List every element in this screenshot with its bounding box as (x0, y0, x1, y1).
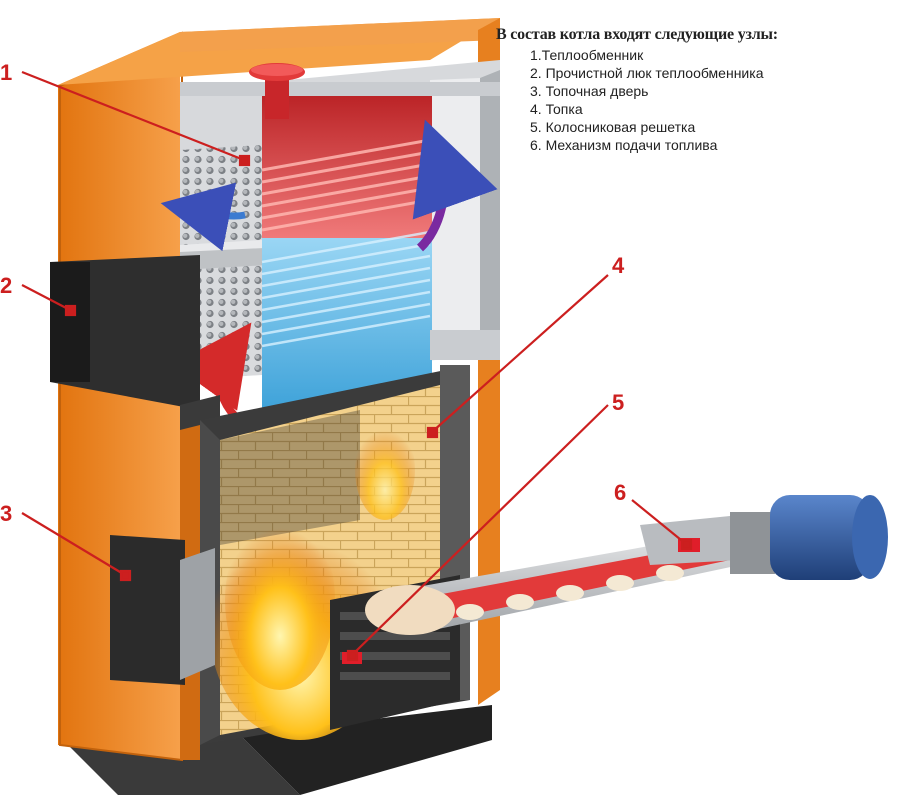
legend-item: 6. Механизм подачи топлива (530, 137, 718, 153)
fuel-feed-mechanism (365, 495, 888, 635)
legend-item: 5. Колосниковая решетка (530, 119, 696, 135)
legend-item: 3. Топочная дверь (530, 83, 649, 99)
heat-exchanger (180, 60, 500, 418)
components-legend: В состав котла входят следующие узлы: 1.… (496, 26, 896, 154)
callout-2: 2 (0, 273, 12, 298)
callout-leaders (21, 70, 693, 662)
legend-title: В состав котла входят следующие узлы: (496, 26, 778, 43)
legend-item: 4. Топка (530, 101, 583, 117)
callout-1: 1 (0, 60, 12, 85)
firebox (200, 365, 470, 745)
callout-6: 6 (614, 480, 626, 505)
legend-item: 2. Прочистной люк теплообменника (530, 65, 764, 81)
legend-item: 1.Теплообменник (530, 47, 644, 63)
legend-list: 1.Теплообменник 2. Прочистной люк теплоо… (496, 46, 896, 154)
callout-4: 4 (612, 253, 625, 278)
callout-5: 5 (612, 390, 624, 415)
cleaning-hatch (50, 255, 220, 430)
callout-3: 3 (0, 501, 12, 526)
fire-door (110, 535, 215, 685)
